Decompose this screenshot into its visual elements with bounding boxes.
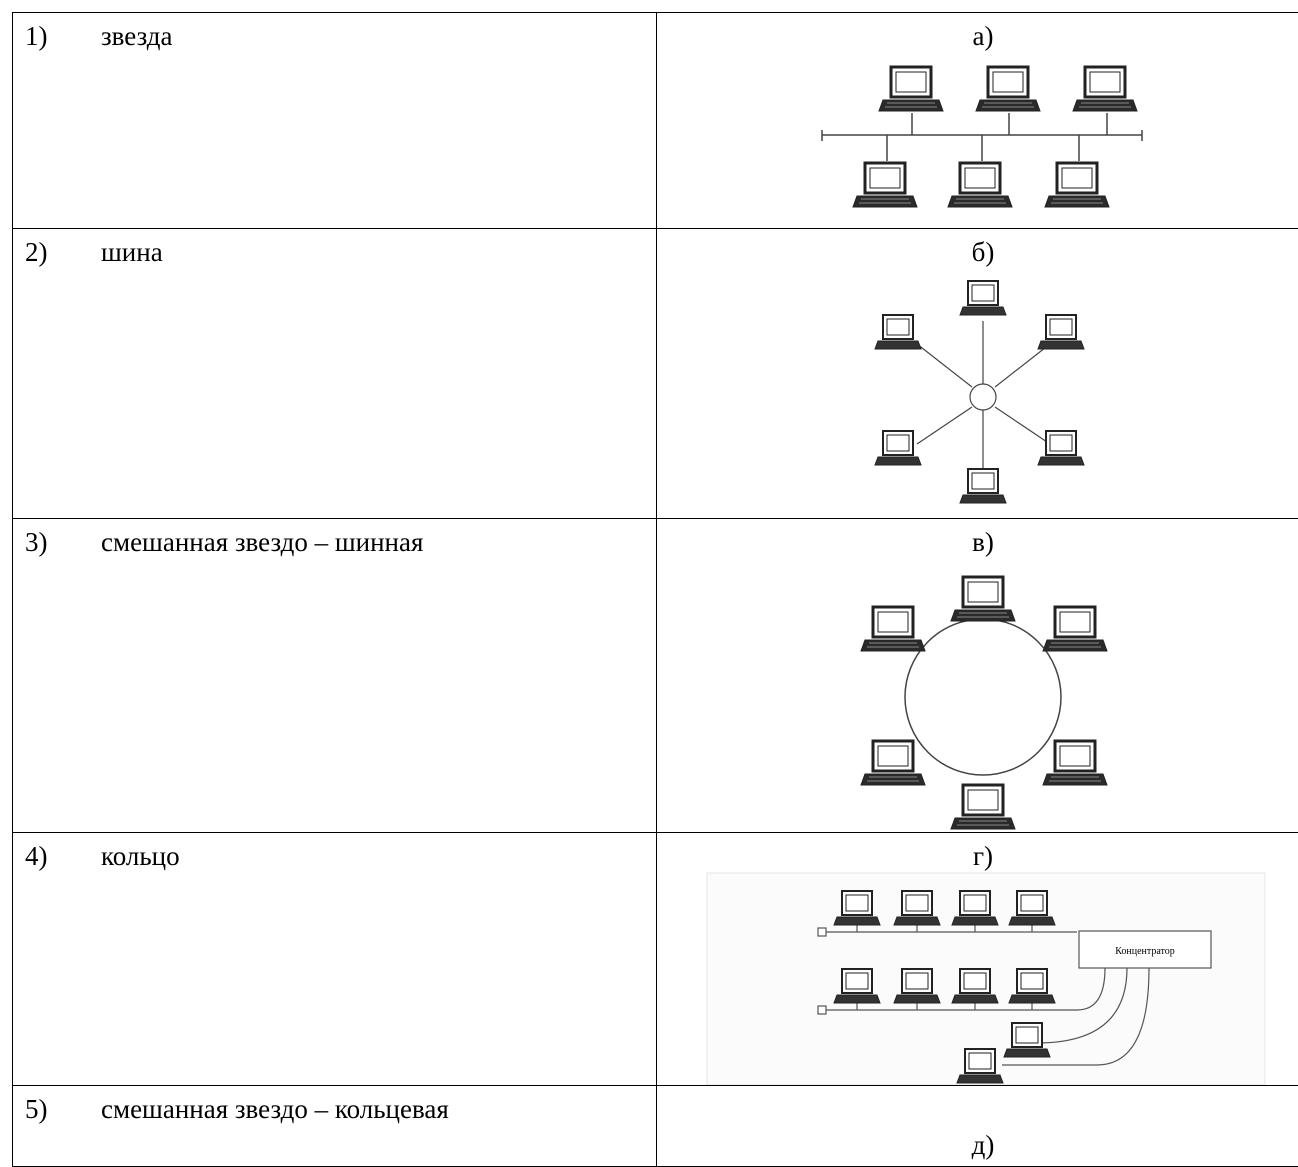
laptop-icon (853, 163, 917, 207)
bus-topology-diagram (657, 13, 1298, 228)
diagram-cell: г) (657, 833, 1298, 1086)
laptop-icon (951, 577, 1015, 621)
laptop-icon (976, 67, 1040, 111)
laptop-icon (1043, 741, 1107, 785)
laptop-icon (875, 315, 921, 349)
laptop-icon (861, 741, 925, 785)
table-row: 4) кольцо г) (13, 833, 1298, 1086)
laptop-icon (960, 281, 1006, 315)
term-cell: 2) шина (13, 229, 657, 519)
topology-term: шина (101, 237, 163, 268)
table-row: 5) смешанная звездо – кольцевая д) (13, 1086, 1298, 1167)
matching-table: 1) звезда а) (12, 12, 1298, 1167)
diagram-cell: д) (657, 1086, 1298, 1167)
term-cell: 5) смешанная звездо – кольцевая (13, 1086, 657, 1167)
laptop-icon (960, 469, 1006, 503)
hub-label: Концентратор (1115, 946, 1175, 957)
topology-term: кольцо (101, 841, 180, 872)
term-cell: 1) звезда (13, 13, 657, 229)
term-cell: 3) смешанная звездо – шинная (13, 519, 657, 833)
row-number: 1) (25, 21, 48, 52)
laptop-icon (879, 67, 943, 111)
row-number: 5) (25, 1094, 48, 1125)
row-number: 2) (25, 237, 48, 268)
laptop-icon (861, 607, 925, 651)
table-row: 2) шина б) (13, 229, 1298, 519)
laptop-icon (1073, 67, 1137, 111)
laptop-icon (951, 785, 1015, 829)
diagram-cell: в) (657, 519, 1298, 833)
row-number: 3) (25, 527, 48, 558)
table-row: 1) звезда а) (13, 13, 1298, 229)
star-topology-diagram (657, 229, 1298, 518)
diagram-cell: а) (657, 13, 1298, 229)
topology-term: звезда (101, 21, 172, 52)
table-row: 3) смешанная звездо – шинная в) (13, 519, 1298, 833)
laptop-icon (1043, 607, 1107, 651)
diagram-cell: б) (657, 229, 1298, 519)
laptop-icon (875, 431, 921, 465)
laptop-icon (1045, 163, 1109, 207)
topology-term: смешанная звездо – кольцевая (101, 1094, 449, 1125)
ring-topology-diagram (657, 519, 1298, 832)
row-number: 4) (25, 841, 48, 872)
star-bus-topology-diagram: Концентратор (657, 833, 1298, 1085)
laptop-icon (1038, 315, 1084, 349)
laptop-icon (948, 163, 1012, 207)
laptop-icon (1038, 431, 1084, 465)
topology-term: смешанная звездо – шинная (101, 527, 423, 558)
term-cell: 4) кольцо (13, 833, 657, 1086)
diagram-letter: д) (657, 1086, 1298, 1160)
